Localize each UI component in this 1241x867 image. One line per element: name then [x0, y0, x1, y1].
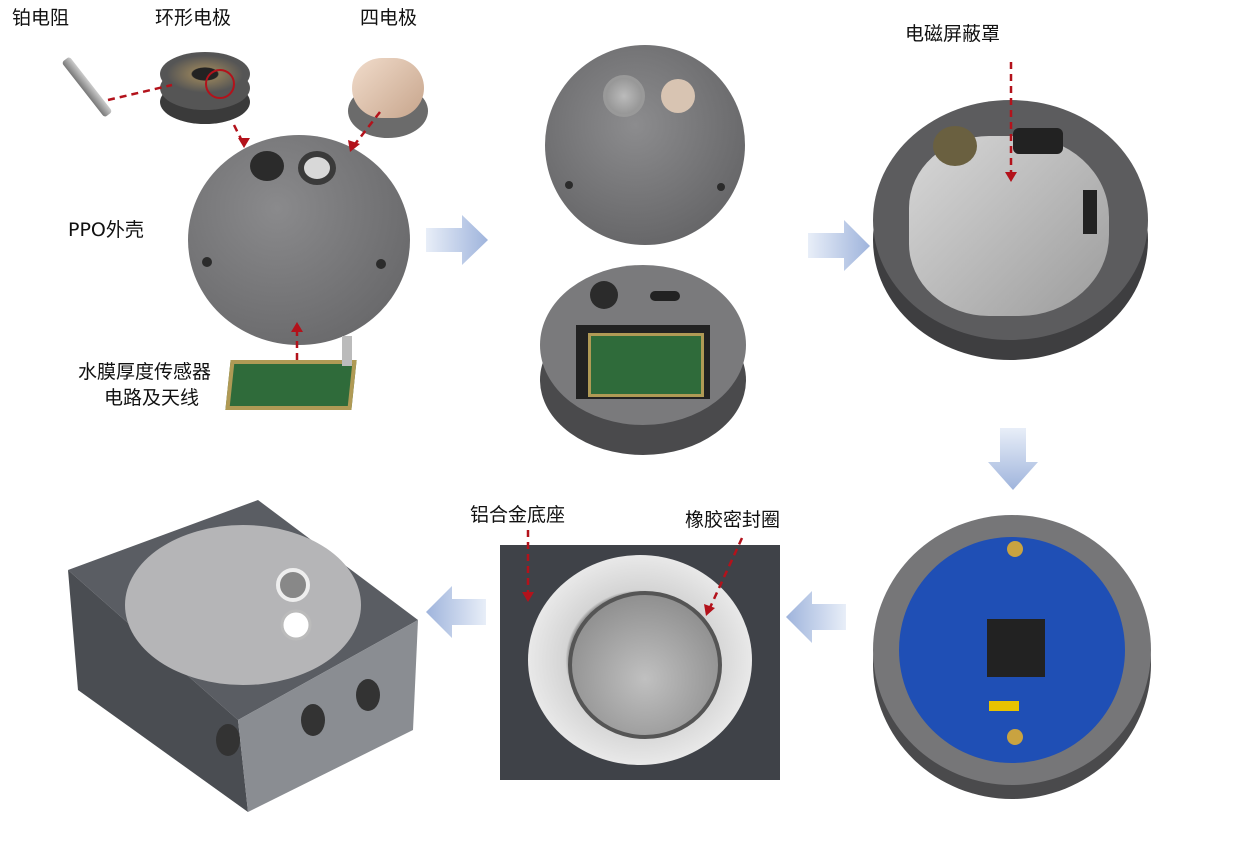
label-four-electrode: 四电极 — [360, 7, 418, 29]
four-electrode-photo — [348, 48, 428, 140]
assembled-shell-top-photo — [545, 45, 745, 245]
label-circuit-line1: 水膜厚度传感器 — [78, 361, 212, 383]
label-circuit-line2: 电路及天线 — [104, 387, 200, 409]
assembled-shell-bottom-photo — [540, 265, 746, 455]
ppo-shell-photo — [188, 135, 410, 345]
arrow-down — [988, 428, 1038, 490]
label-ppo-shell: PPO外壳 — [68, 219, 144, 241]
final-device-photo — [68, 500, 423, 812]
arrow-left-1 — [786, 591, 846, 643]
label-al-base: 铝合金底座 — [470, 504, 566, 526]
blue-pcb-photo — [873, 515, 1151, 800]
ring-electrode-photo — [160, 52, 250, 124]
label-ring-electrode: 环形电极 — [155, 7, 232, 29]
label-em-shield: 电磁屏蔽罩 — [905, 23, 1001, 45]
em-shield-photo — [873, 100, 1148, 362]
antenna-pins — [342, 336, 352, 366]
arrow-right-1 — [426, 215, 488, 265]
pt-resistor-photo — [61, 56, 113, 118]
label-rubber-seal: 橡胶密封圈 — [685, 509, 781, 531]
arrow-right-2 — [808, 220, 870, 271]
label-pt-resistor: 铂电阻 — [12, 7, 70, 29]
circuit-pcb-photo — [225, 360, 357, 410]
aluminum-base-photo — [500, 545, 780, 780]
arrow-left-2 — [426, 586, 486, 638]
